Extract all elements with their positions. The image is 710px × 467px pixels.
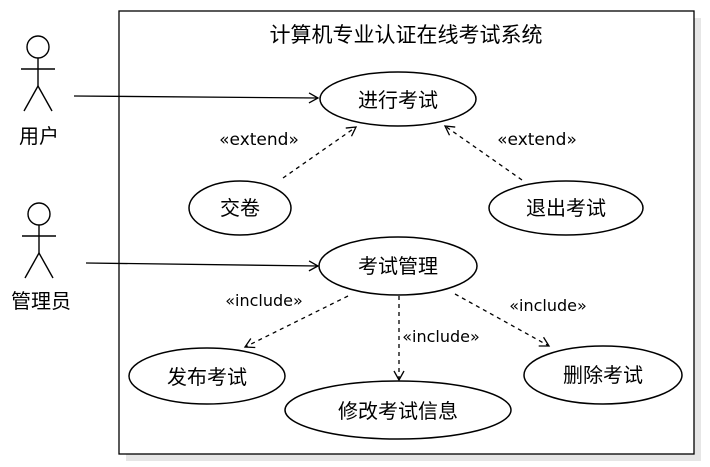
use-case-exam-mgmt-label: 考试管理	[358, 254, 438, 278]
use-case-exam-mgmt[interactable]: 考试管理	[318, 236, 478, 296]
include-label-modify: «include»	[402, 327, 480, 346]
use-case-submit-label: 交卷	[220, 196, 260, 220]
use-case-modify-shape	[284, 380, 512, 440]
actor-user-leg-right	[37, 85, 53, 112]
extend-label-submit: «extend»	[219, 130, 299, 150]
system-title: 计算机专业认证在线考试系统	[270, 23, 543, 47]
actor-user[interactable]: 用户	[19, 35, 59, 148]
use-case-take-exam[interactable]: 进行考试	[319, 71, 477, 127]
use-case-exit-exam-label: 退出考试	[526, 196, 606, 220]
use-case-exit-exam-shape	[488, 180, 644, 236]
use-case-delete-shape	[523, 345, 683, 405]
association-user-take-exam	[73, 92, 320, 104]
actor-admin-label: 管理员	[11, 289, 71, 313]
actor-admin-leg-left	[24, 252, 40, 279]
include-label-delete: «include»	[509, 296, 587, 315]
association-admin-exam-mgmt	[85, 260, 320, 272]
use-case-submit-shape	[188, 180, 292, 236]
use-case-modify-label: 修改考试信息	[338, 399, 458, 423]
actor-admin[interactable]: 管理员	[11, 202, 71, 313]
use-case-publish-label: 发布考试	[167, 365, 247, 389]
use-case-publish[interactable]: 发布考试	[128, 347, 286, 405]
use-case-modify[interactable]: 修改考试信息	[284, 380, 512, 440]
use-case-publish-shape	[128, 347, 286, 405]
use-case-exam-mgmt-shape	[318, 236, 478, 296]
include-arrow-publish	[243, 295, 349, 349]
include-label-publish: «include»	[225, 291, 303, 310]
use-case-exit-exam[interactable]: 退出考试	[488, 180, 644, 236]
actor-admin-head	[27, 202, 51, 226]
use-case-take-exam-shape	[319, 71, 477, 127]
use-case-delete[interactable]: 删除考试	[523, 345, 683, 405]
use-case-delete-label: 删除考试	[563, 363, 643, 387]
use-case-take-exam-label: 进行考试	[358, 88, 438, 112]
extend-label-exit: «extend»	[497, 130, 577, 150]
actor-admin-leg-right	[38, 252, 54, 279]
include-arrow-delete	[454, 293, 551, 347]
use-case-submit[interactable]: 交卷	[188, 180, 292, 236]
actor-user-head	[26, 35, 50, 59]
extend-arrow-submit	[282, 126, 358, 179]
actor-user-label: 用户	[19, 124, 59, 148]
actor-user-leg-left	[23, 85, 39, 112]
